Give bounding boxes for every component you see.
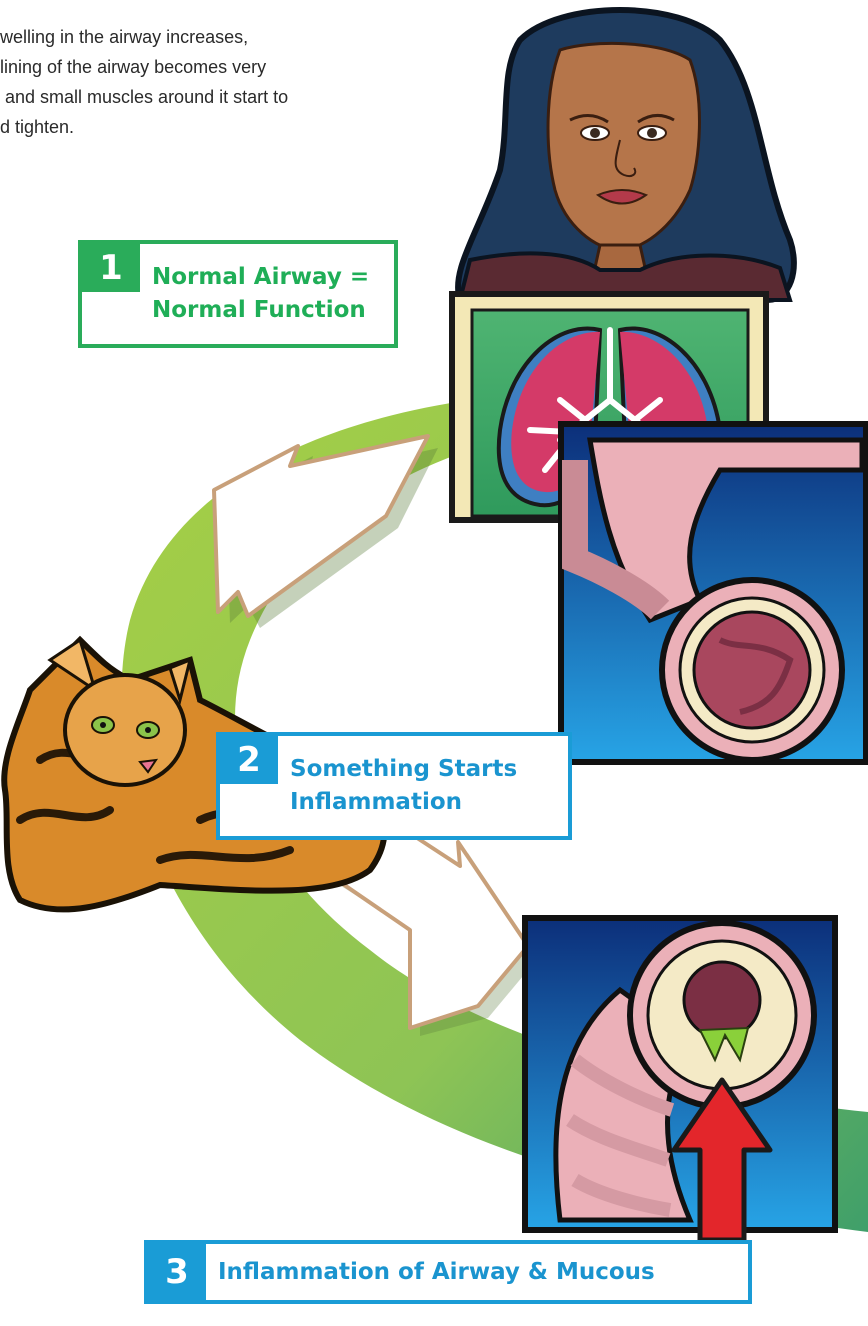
step-3-line-1: Inflammation of Airway & Mucous bbox=[218, 1256, 655, 1289]
step-2-line-1: Something Starts bbox=[290, 753, 517, 786]
step-2-text: Something Starts Inflammation bbox=[278, 736, 517, 836]
intro-line-3: and small muscles around it start to bbox=[0, 82, 420, 112]
intro-paragraph: welling in the airway increases, lining … bbox=[0, 22, 420, 142]
intro-line-2: lining of the airway becomes very bbox=[0, 52, 420, 82]
step-1-number: 1 bbox=[82, 244, 140, 292]
step-2-label: 2 Something Starts Inflammation bbox=[216, 732, 572, 840]
step-1-line-2: Normal Function bbox=[152, 294, 369, 327]
inflamed-airway-icon bbox=[525, 918, 835, 1230]
step-3-number: 3 bbox=[148, 1244, 206, 1300]
step-2-line-2: Inflammation bbox=[290, 786, 517, 819]
intro-line-4: d tighten. bbox=[0, 112, 420, 142]
step-1-label: 1 Normal Airway = Normal Function bbox=[78, 240, 398, 348]
intro-line-1: welling in the airway increases, bbox=[0, 22, 420, 52]
normal-airway-icon bbox=[561, 424, 866, 762]
step-1-text: Normal Airway = Normal Function bbox=[140, 244, 369, 344]
step-3-text: Inflammation of Airway & Mucous bbox=[206, 1244, 655, 1300]
step-1-line-1: Normal Airway = bbox=[152, 261, 369, 294]
step-2-number: 2 bbox=[220, 736, 278, 784]
cycle-arrow-1 bbox=[214, 436, 438, 628]
step-3-label: 3 Inflammation of Airway & Mucous bbox=[144, 1240, 752, 1304]
woman-holding-lungs-poster-icon bbox=[458, 10, 794, 300]
